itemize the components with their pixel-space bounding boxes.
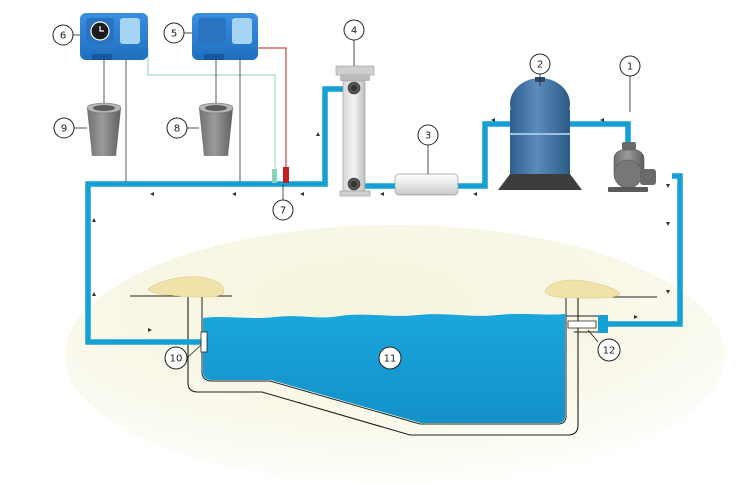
pool-water [203,313,565,423]
deck-mound-left [147,276,225,298]
label-10-text: 10 [170,354,183,365]
dosing-controller-5[interactable] [192,13,258,60]
leader-lines [73,32,631,359]
sensor-probe-red[interactable] [283,167,289,183]
label-7-text: 7 [280,206,286,217]
flow-arrow [92,218,96,222]
label-9-text: 9 [61,124,67,135]
cartridge-filter[interactable] [394,173,459,196]
label-11: 11 [378,346,402,370]
dosing-controller-6[interactable] [80,13,148,60]
flow-arrow [666,222,670,226]
sensor-probe-green[interactable] [272,169,277,183]
pipe-network [85,86,683,345]
label-1: 1 [619,55,641,77]
pool-basin [187,297,579,436]
flow-arrows [92,118,670,332]
label-2: 2 [529,53,551,75]
pump[interactable] [608,142,656,192]
label-12-text: 12 [603,346,616,357]
label-6: 6 [52,24,74,46]
flow-arrow [634,315,638,319]
uv-lamp[interactable] [335,65,375,197]
label-3: 3 [417,124,439,146]
label-7: 7 [272,199,294,221]
flow-arrow [148,328,152,332]
flow-arrow [150,192,154,196]
flow-arrow [666,290,670,294]
skimmer[interactable] [566,315,608,333]
label-3-text: 3 [425,131,431,142]
inlet-nozzle[interactable] [200,331,208,353]
flow-arrow [600,118,604,122]
pipe-main-loop [458,121,631,189]
deck-mound-right [544,279,621,299]
label-8: 8 [166,117,188,139]
pipe-return-line [605,173,683,327]
label-8-text: 8 [174,124,180,135]
label-11-text: 11 [384,354,397,365]
label-4-text: 4 [351,26,357,37]
label-5: 5 [163,22,185,44]
label-5-text: 5 [171,29,177,40]
flow-arrow [300,192,304,196]
flow-arrow [92,292,96,296]
flow-arrow [232,192,236,196]
flow-arrow [473,192,477,196]
label-6-text: 6 [60,31,66,42]
chemical-canister-8[interactable] [198,102,234,156]
label-2-text: 2 [537,60,543,71]
flow-arrow [491,118,495,122]
signal-wires [103,47,287,182]
flow-arrow [316,132,320,136]
label-9: 9 [53,117,75,139]
label-10: 10 [164,346,188,370]
sand-filter[interactable] [498,77,582,190]
pipe-uv-top [85,86,343,345]
signal-wire-red [258,47,287,170]
label-1-text: 1 [627,62,633,73]
chemical-canister-9[interactable] [86,102,122,156]
flow-arrow [380,192,384,196]
label-4: 4 [343,19,365,41]
label-12: 12 [597,338,621,362]
flow-arrow [666,184,670,188]
signal-wire-green [147,48,276,172]
